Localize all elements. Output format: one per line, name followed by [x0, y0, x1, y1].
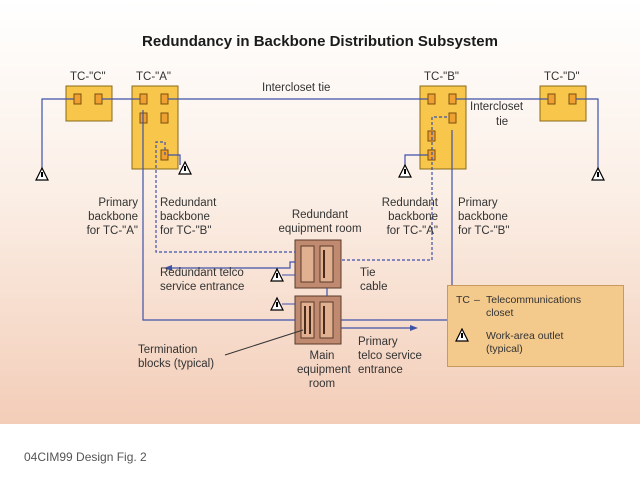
- work-area-outlet-icon: [178, 160, 192, 175]
- work-area-outlet-icon: [398, 163, 412, 178]
- closet-label-a: TC-"A": [136, 71, 171, 83]
- closet-label-c: TC-"C": [70, 71, 106, 83]
- closet-label-b: TC-"B": [424, 71, 459, 83]
- redundant-backbone-a: [342, 116, 449, 261]
- intercloset-tie-label-right: Intercloset: [470, 101, 524, 113]
- telco-arrow-left: [164, 265, 172, 271]
- legend-tc-key: TC: [456, 294, 470, 306]
- work-area-outlet-icon: [35, 166, 49, 181]
- backbone-diagram: [35, 85, 605, 356]
- legend-outlet-description: Work-area outlet(typical): [486, 330, 564, 355]
- drop-tc-d: [576, 98, 599, 170]
- redundant-telco-line: [170, 261, 295, 269]
- drop-tc-c: [41, 98, 74, 168]
- redundant-backbone-b: [155, 141, 295, 253]
- intercloset-tie-label-right: tie: [496, 116, 509, 128]
- closet-label-d: TC-"D": [544, 71, 580, 83]
- intercloset-tie-label: Intercloset tie: [262, 82, 331, 94]
- closet-tc-d: [539, 85, 587, 122]
- legend-outlet-icon: [455, 328, 469, 342]
- primary-backbone-a: [142, 110, 295, 321]
- main-equipment-room: [294, 295, 342, 345]
- drop-tc-a: [168, 154, 181, 165]
- work-area-outlet-icon: [591, 166, 605, 181]
- work-area-outlet-icon: [270, 267, 284, 282]
- diagram-title: Redundancy in Backbone Distribution Subs…: [142, 33, 498, 50]
- legend-dash: –: [474, 294, 480, 306]
- telco-arrow-right: [410, 325, 418, 331]
- redundant-equipment-room: [294, 239, 342, 289]
- work-area-outlet-icon: [270, 296, 284, 311]
- closet-tc-c: [65, 85, 113, 122]
- figure-caption: 04CIM99 Design Fig. 2: [24, 450, 147, 464]
